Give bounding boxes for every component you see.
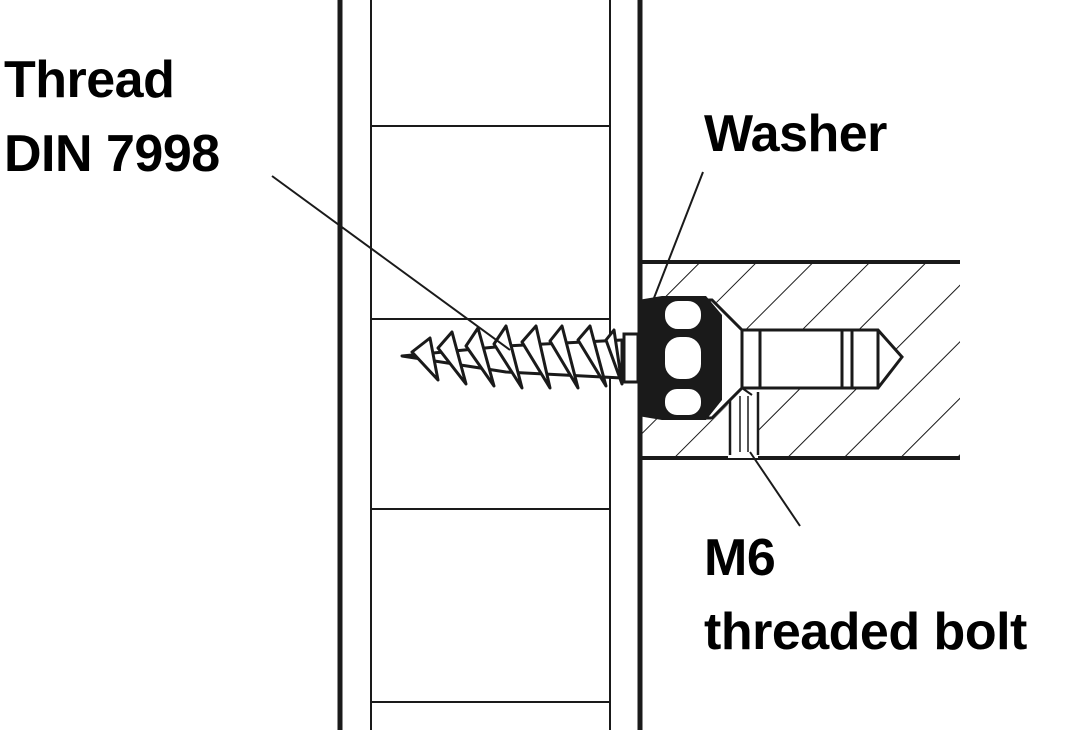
washer-leader-line: [653, 171, 704, 299]
connector-pin: [698, 298, 904, 420]
thread-label-line-1: Thread: [4, 51, 175, 109]
bolt-leader-line: [749, 451, 801, 527]
panel: [337, 0, 643, 730]
hex-face-top: [663, 299, 703, 331]
hex-face-middle: [663, 335, 703, 381]
bolt-bore: [728, 388, 758, 458]
washer: [638, 296, 722, 420]
din-7998-screw-thread: [400, 324, 624, 390]
leader-lines: [271, 171, 801, 527]
hex-face-bottom: [663, 387, 703, 417]
bolt-label-line-1: M6: [704, 529, 776, 587]
bolt-label-line-2: threaded bolt: [704, 603, 1027, 661]
thread-leader-line: [271, 175, 511, 351]
washer-label: Washer: [704, 105, 887, 163]
screw-collar: [622, 332, 640, 384]
thread-label-line-2: DIN 7998: [4, 125, 220, 183]
m6-threaded-bolt: [728, 392, 760, 455]
